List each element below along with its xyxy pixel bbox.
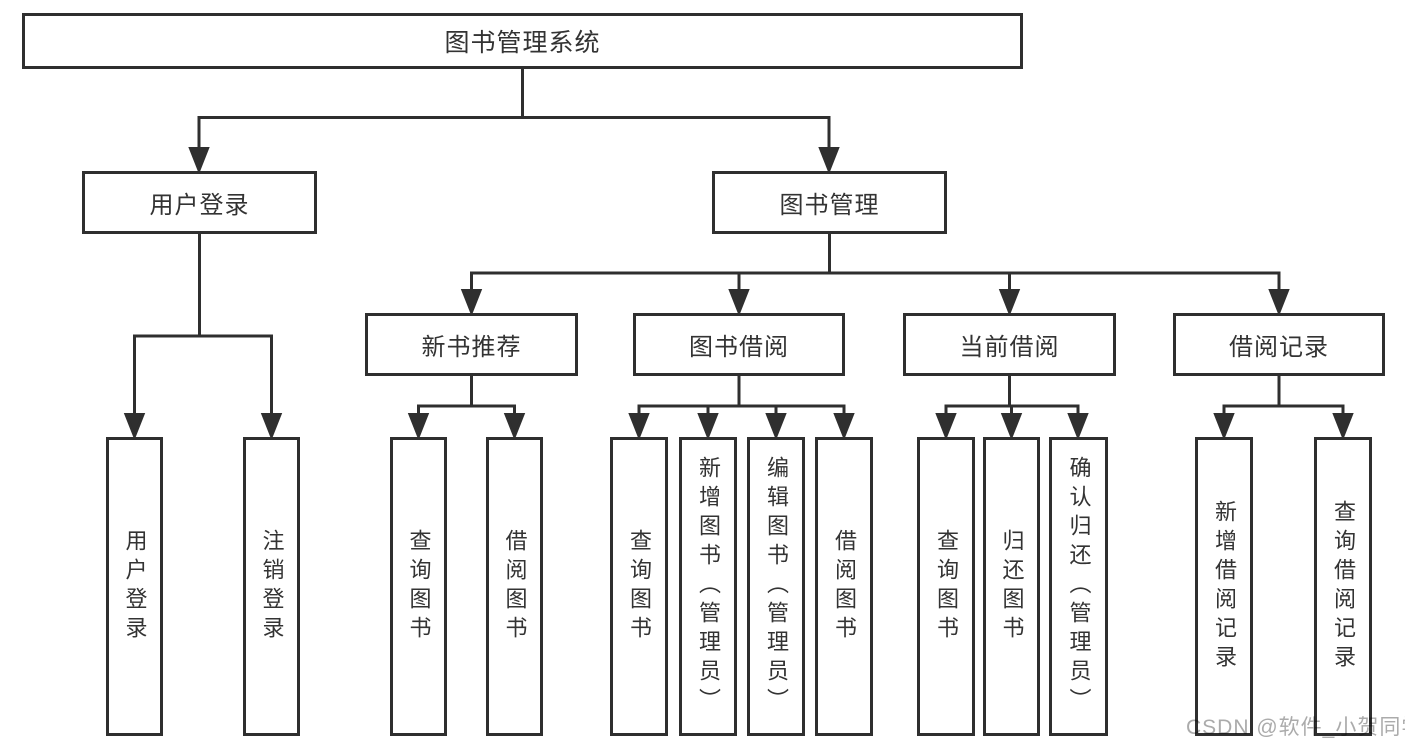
leaf-add-book-admin: 新增图书（管理员） xyxy=(679,437,737,736)
connector-records-to-leaves xyxy=(1213,374,1354,441)
node-label: 归还图书 xyxy=(999,528,1025,645)
node-label: 查询图书 xyxy=(627,528,652,645)
node-label: 查询借阅记录 xyxy=(1331,499,1356,674)
arrowhead xyxy=(260,413,283,441)
arrowhead xyxy=(818,147,840,175)
node-label: 借阅图书 xyxy=(832,528,857,645)
arrowhead xyxy=(1213,413,1235,441)
connector-bookmgmt-to-level3 xyxy=(460,232,1290,317)
node-label: 图书借阅 xyxy=(689,334,789,361)
node-label: 新增借阅记录 xyxy=(1212,499,1237,674)
connector-root-to-level2 xyxy=(188,68,840,175)
arrowhead xyxy=(935,413,957,441)
arrowhead xyxy=(1332,413,1354,441)
node-new-book-recommend: 新书推荐 xyxy=(365,313,578,376)
node-book-management: 图书管理 xyxy=(712,171,947,234)
node-label: 编辑图书（管理员） xyxy=(764,456,789,717)
leaf-user-login: 用户登录 xyxy=(106,437,163,736)
arrowhead xyxy=(628,413,650,441)
node-label: 新书推荐 xyxy=(421,334,522,361)
node-label: 图书管理 xyxy=(779,192,880,219)
leaf-logout: 注销登录 xyxy=(243,437,300,736)
arrowhead xyxy=(1000,413,1023,441)
arrowhead xyxy=(503,413,526,441)
node-book-borrow: 图书借阅 xyxy=(633,313,845,376)
connector-login-to-leaves xyxy=(123,232,283,441)
arrowhead xyxy=(123,413,146,441)
leaf-return-book: 归还图书 xyxy=(983,437,1040,736)
arrowhead xyxy=(188,147,210,175)
connector-current-to-leaves xyxy=(935,374,1089,441)
arrowhead xyxy=(765,413,787,441)
node-label: 确认归还（管理员） xyxy=(1066,456,1092,717)
node-borrow-records: 借阅记录 xyxy=(1173,313,1385,376)
node-user-login: 用户登录 xyxy=(82,171,317,234)
connector-borrow-to-leaves xyxy=(628,374,855,441)
leaf-query-books-recommend: 查询图书 xyxy=(390,437,447,736)
node-label: 借阅记录 xyxy=(1229,334,1329,361)
leaf-query-books-borrow: 查询图书 xyxy=(610,437,668,736)
arrowhead xyxy=(728,289,750,317)
node-label: 注销登录 xyxy=(259,528,285,645)
node-label: 查询图书 xyxy=(406,528,432,645)
node-label: 用户登录 xyxy=(122,528,148,645)
leaf-borrow-books-recommend: 借阅图书 xyxy=(486,437,543,736)
arrowhead xyxy=(460,289,483,317)
node-current-borrow: 当前借阅 xyxy=(903,313,1116,376)
arrowhead xyxy=(1268,289,1290,317)
leaf-query-books-current: 查询图书 xyxy=(917,437,975,736)
connector-newbooks-to-leaves xyxy=(407,374,526,441)
leaf-query-borrow-record: 查询借阅记录 xyxy=(1314,437,1372,736)
leaf-borrow-books: 借阅图书 xyxy=(815,437,873,736)
leaf-confirm-return-admin: 确认归还（管理员） xyxy=(1049,437,1108,736)
node-root-library-system: 图书管理系统 xyxy=(22,13,1023,69)
node-label: 借阅图书 xyxy=(502,528,528,645)
node-label: 查询图书 xyxy=(934,528,959,645)
arrowhead xyxy=(833,413,855,441)
node-label: 用户登录 xyxy=(149,192,250,219)
node-label: 新增图书（管理员） xyxy=(696,456,721,717)
csdn-watermark: CSDN @软件_小贺同学 xyxy=(1186,716,1405,739)
arrowhead xyxy=(998,289,1021,317)
leaf-edit-book-admin: 编辑图书（管理员） xyxy=(747,437,805,736)
node-label: 当前借阅 xyxy=(959,334,1060,361)
arrowhead xyxy=(697,413,719,441)
arrowhead xyxy=(1067,413,1089,441)
node-label: 图书管理系统 xyxy=(444,29,601,57)
arrowhead xyxy=(407,413,430,441)
leaf-add-borrow-record: 新增借阅记录 xyxy=(1195,437,1253,736)
